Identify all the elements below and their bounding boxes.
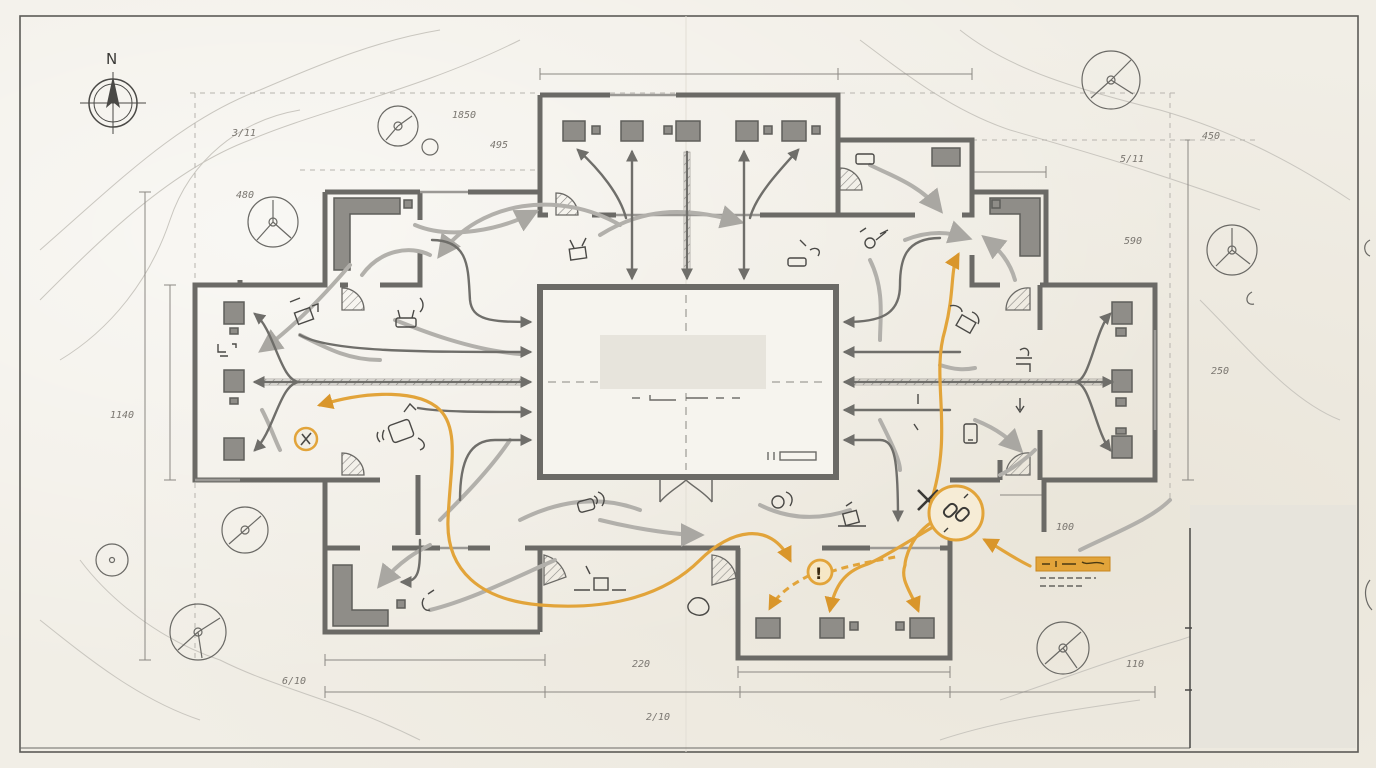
phone-icon — [963, 423, 978, 444]
camera-icon — [289, 297, 319, 326]
sensor-icon-6 — [771, 491, 793, 509]
sensor-icon — [217, 343, 237, 357]
sensor-icon-5 — [913, 394, 919, 431]
dim-label-top-left-c: 495 — [490, 140, 508, 151]
camera-icon-2 — [376, 402, 425, 451]
dimension-lines — [20, 68, 1194, 749]
router-icon — [395, 297, 424, 328]
camera-icon-5 — [576, 491, 605, 513]
device-icons — [217, 153, 1032, 616]
sensor-icon-7 — [421, 589, 435, 611]
dim-label-bottom-left: 6/10 — [282, 676, 306, 687]
orange-attack-paths — [316, 252, 1032, 614]
dim-label-top-right-a: 450 — [1202, 131, 1220, 142]
router-icon-2 — [568, 237, 588, 261]
badge-icon — [1035, 556, 1111, 587]
dim-label-top-right-b: 5/11 — [1120, 154, 1144, 165]
sensor-icon-4 — [1015, 347, 1032, 414]
badge-icon-2 — [574, 565, 626, 591]
dim-label-right-mid: 250 — [1211, 366, 1229, 377]
title-block — [1185, 505, 1356, 748]
landscape-trees — [95, 50, 1373, 675]
sensor-icon-2 — [787, 239, 820, 267]
north-arrow-icon: N — [80, 50, 146, 134]
dim-label-right-upper: 590 — [1124, 236, 1142, 247]
alert-icon: ! — [806, 558, 834, 586]
broken-link-icon — [927, 484, 985, 542]
dim-label-left-mid: 1140 — [110, 410, 134, 421]
camera-icon-4 — [949, 304, 980, 335]
sensor-icon-3 — [859, 227, 889, 249]
dim-label-top-left-b: 1850 — [452, 110, 476, 121]
sensor-icon-8 — [687, 597, 710, 616]
dimension-labels: 3/11 1850 495 480 1140 450 5/11 590 250 … — [110, 110, 1229, 723]
sheet-border — [19, 15, 1359, 753]
dim-label-bottom-b: 2/10 — [646, 712, 670, 723]
alert-symbol: ! — [815, 564, 822, 583]
dim-label-bottom-right: 110 — [1126, 659, 1144, 670]
cutter-icon — [293, 426, 319, 452]
dim-label-top-left-a: 3/11 — [231, 128, 256, 139]
dim-label-left-upper: 480 — [236, 190, 254, 201]
dim-label-bottom-a: 220 — [632, 659, 650, 670]
orange-dashed-link — [829, 554, 901, 574]
hall-label-placeholder — [600, 335, 766, 389]
central-hall — [537, 284, 839, 503]
dim-label-right-lower: 100 — [1056, 522, 1074, 533]
north-label: N — [106, 50, 117, 68]
camera-icon-3 — [855, 153, 875, 165]
cutter-icon-2 — [838, 501, 866, 527]
equipment-blocks — [223, 120, 1133, 639]
